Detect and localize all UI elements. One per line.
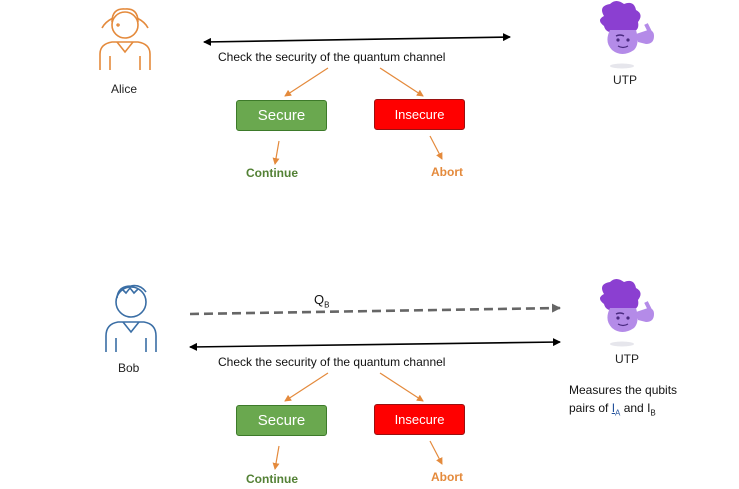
secure-box-bottom: Secure <box>236 405 327 436</box>
measurement-prefix: pairs of <box>569 401 612 415</box>
continue-label-bottom: Continue <box>246 472 298 486</box>
secure-label: Secure <box>257 412 306 429</box>
to-insecure-arrow-bottom <box>379 372 424 402</box>
to-secure-arrow-top <box>284 67 329 97</box>
ia-symbol: IA <box>611 401 621 418</box>
measurement-line-1: Measures the qubits <box>569 383 678 397</box>
measurement-line-2: pairs of IA and IB <box>569 399 677 422</box>
to-continue-arrow-bottom <box>272 445 280 470</box>
utp-character-icon <box>600 1 654 69</box>
insecure-box-top: Insecure <box>374 99 465 130</box>
bob-person-icon <box>105 284 157 352</box>
channel-check-message-top: Check the security of the quantum channe… <box>218 50 446 64</box>
ia-subscript: A <box>615 408 621 418</box>
continue-label-top: Continue <box>246 166 298 180</box>
secure-label: Secure <box>257 107 306 124</box>
utp-label-top: UTP <box>613 73 637 87</box>
quantum-label: Q <box>314 292 325 307</box>
secure-box-top: Secure <box>236 100 327 131</box>
utp-label-bottom: UTP <box>615 352 639 366</box>
alice-label: Alice <box>111 82 138 96</box>
channel-check-message-bottom: Check the security of the quantum channe… <box>218 355 446 369</box>
insecure-box-bottom: Insecure <box>374 404 465 435</box>
to-continue-arrow-top <box>272 140 280 165</box>
ib-letter: I <box>647 401 651 415</box>
ib-symbol: IB <box>647 401 656 418</box>
to-abort-arrow-top <box>429 135 443 160</box>
bob-utp-channel-arrow <box>189 338 561 351</box>
insecure-label: Insecure <box>394 412 445 427</box>
quantum-transmission-arrow <box>189 303 561 316</box>
quantum-subscript: B <box>324 300 330 310</box>
quantum-state-label: QB <box>314 292 329 310</box>
ib-subscript: B <box>650 408 656 418</box>
to-insecure-arrow-top <box>379 67 424 97</box>
ia-letter: I <box>611 401 616 415</box>
abort-label-top: Abort <box>431 165 463 179</box>
measurement-note: Measures the qubits pairs of IA and IB <box>569 381 677 422</box>
to-abort-arrow-bottom <box>429 440 443 465</box>
bob-label: Bob <box>118 361 140 375</box>
utp-character-icon <box>600 279 654 347</box>
alice-utp-channel-arrow <box>203 33 511 46</box>
insecure-label: Insecure <box>394 107 445 122</box>
to-secure-arrow-bottom <box>284 372 329 402</box>
alice-person-icon <box>99 8 151 70</box>
abort-label-bottom: Abort <box>431 470 463 484</box>
measurement-and: and <box>620 401 648 415</box>
